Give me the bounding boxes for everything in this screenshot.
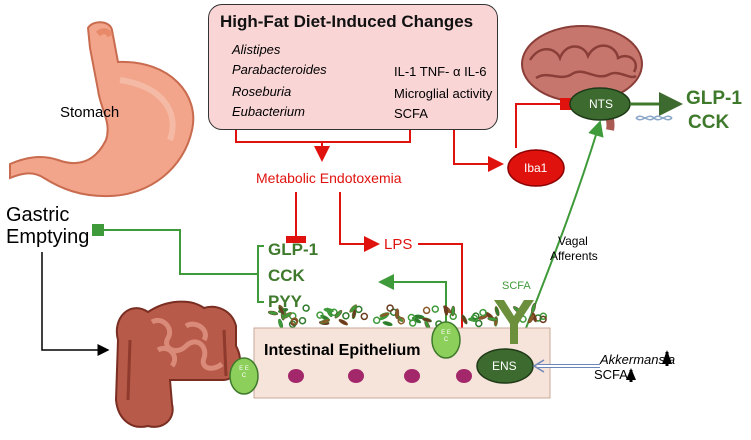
microbe-particle bbox=[421, 317, 432, 323]
eec-cell-lower bbox=[229, 357, 259, 395]
stomach-label: Stomach bbox=[60, 104, 120, 121]
microbe-alistipes: Alistipes bbox=[232, 42, 281, 57]
microbe-particle bbox=[527, 314, 535, 324]
microbe-particle bbox=[282, 312, 292, 319]
emptying-label: Emptying bbox=[6, 226, 90, 248]
nts-label: NTS bbox=[589, 97, 613, 111]
microbe-particle bbox=[338, 319, 349, 326]
microbe-particle bbox=[494, 306, 500, 317]
eec-upper-label: E E C bbox=[441, 330, 451, 343]
inhibit-nts-bar bbox=[560, 98, 572, 110]
red-connectors bbox=[235, 103, 562, 338]
microbe-particle bbox=[290, 317, 299, 325]
dna-icon bbox=[635, 115, 673, 121]
microbe-particle bbox=[320, 318, 331, 324]
microbe-particle bbox=[531, 302, 536, 314]
microbe-particle bbox=[334, 309, 343, 319]
microbe-particle bbox=[386, 304, 394, 312]
akkermansia-label: Akkermansia bbox=[600, 352, 676, 367]
gut-pyy-label: PYY bbox=[268, 292, 303, 311]
lps-label: LPS bbox=[384, 236, 413, 253]
microbe-particle bbox=[342, 312, 350, 320]
microbe-particle bbox=[395, 308, 400, 319]
iba1-label: Iba1 bbox=[524, 161, 548, 175]
microbe-eubacterium: Eubacterium bbox=[232, 104, 305, 119]
microbe-particle bbox=[407, 313, 416, 322]
iba1-node bbox=[507, 149, 565, 187]
microbe-particle bbox=[450, 305, 456, 317]
intestine-illustration bbox=[114, 300, 241, 428]
microbe-parabacteroides: Parabacteroides bbox=[232, 62, 327, 77]
afferents-label: Afferents bbox=[550, 249, 598, 263]
high-fat-diet-box bbox=[208, 4, 498, 130]
inhibit-gastric-bar bbox=[92, 224, 104, 236]
microbe-particle bbox=[422, 306, 431, 315]
effect-scfa: SCFA bbox=[394, 106, 428, 121]
microbe-particle bbox=[360, 312, 369, 321]
microbe-particle bbox=[302, 304, 310, 312]
brain-glp1-label: GLP-1 bbox=[686, 88, 742, 109]
microbe-particle bbox=[323, 307, 334, 313]
microbe-particle bbox=[267, 310, 279, 316]
microbe-particle bbox=[372, 316, 381, 325]
eec-cell-upper bbox=[431, 321, 461, 359]
effect-cytokines: IL-1 TNF- α IL-6 bbox=[394, 64, 487, 79]
metabolic-endotoxemia-label: Metabolic Endotoxemia bbox=[256, 170, 402, 186]
microbiota-band bbox=[267, 302, 548, 331]
microbe-particle bbox=[479, 308, 487, 317]
gut-glp1-label: GLP-1 bbox=[268, 240, 319, 259]
microbe-particle bbox=[487, 316, 498, 322]
inhibit-glp1-bar bbox=[286, 236, 306, 243]
scfa-receptor-icon bbox=[494, 300, 534, 344]
microbe-particle bbox=[298, 316, 307, 325]
eec-lower-label: E E C bbox=[239, 366, 249, 379]
microbe-particle bbox=[278, 305, 285, 316]
ens-label: ENS bbox=[492, 359, 517, 373]
epithelium-label: Intestinal Epithelium bbox=[264, 342, 421, 359]
akkermansia-arrow-head bbox=[532, 359, 545, 373]
scfa-receptor-label: SCFA bbox=[502, 280, 531, 292]
gut-cck-label: CCK bbox=[268, 266, 305, 285]
microbe-roseburia: Roseburia bbox=[232, 84, 292, 99]
stomach-illustration bbox=[9, 21, 195, 198]
brain-cck-label: CCK bbox=[688, 112, 730, 133]
microbe-particle bbox=[316, 311, 324, 319]
epithelium-nuclei bbox=[288, 369, 472, 383]
gastric-label: Gastric bbox=[6, 204, 70, 226]
microbe-particle bbox=[382, 321, 393, 327]
microbe-particle bbox=[470, 314, 479, 323]
vagal-label: Vagal bbox=[558, 234, 588, 248]
effect-microglial: Microglial activity bbox=[394, 86, 493, 101]
microbe-particle bbox=[379, 312, 390, 318]
microbe-particle bbox=[397, 316, 406, 325]
bottom-right-indicators bbox=[626, 350, 672, 382]
microbe-particle bbox=[461, 314, 468, 325]
microbe-particle bbox=[408, 319, 417, 327]
scfa-bottom-label: SCFA bbox=[594, 367, 628, 382]
box-title: High-Fat Diet-Induced Changes bbox=[220, 12, 474, 31]
microbe-particle bbox=[443, 305, 449, 316]
gastric-to-intestine-arrow bbox=[41, 252, 110, 356]
microbe-particle bbox=[431, 305, 440, 313]
microbe-particle bbox=[351, 308, 357, 320]
